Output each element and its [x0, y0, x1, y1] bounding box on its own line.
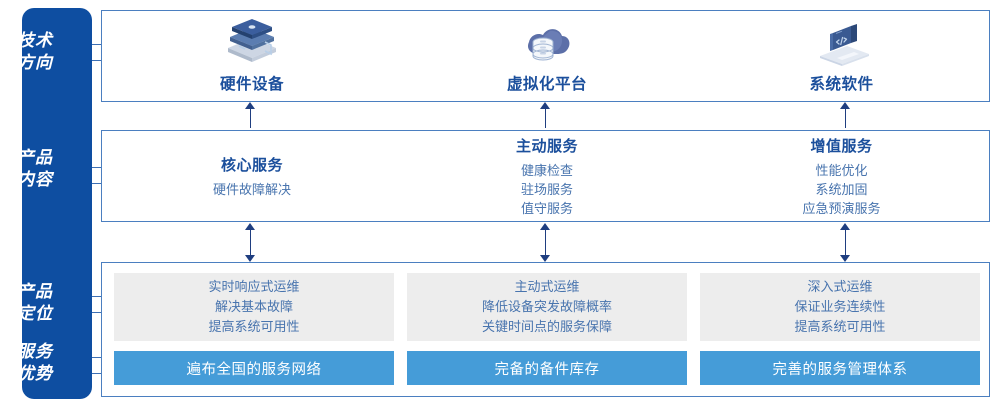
rail-item-product-content: 产品 内容: [0, 147, 70, 191]
rail-label-line: 方向: [17, 53, 53, 72]
position-line: 关键时间点的服务保障: [481, 319, 612, 334]
position-line: 提高系统可用性: [794, 319, 886, 334]
arrow-head-up-1: [245, 102, 255, 109]
laptop-code-icon: [811, 18, 873, 70]
position-line: 主动式运维: [514, 279, 580, 294]
arrow-shaft-up-3: [845, 108, 846, 128]
advantage-bar-management-system[interactable]: 完善的服务管理体系: [700, 351, 980, 385]
arrow-head-down-2: [540, 255, 550, 262]
content-title-value-added: 增值服务: [810, 137, 873, 155]
tech-label-virtualization: 虚拟化平台: [506, 76, 587, 93]
product-content-panel: 核心服务 硬件故障解决 主动服务 健康检查 驻场服务 值守服务 增值服务 性能优…: [101, 130, 990, 222]
tech-label-hardware: 硬件设备: [219, 76, 284, 93]
tech-label-system-software: 系统软件: [809, 76, 874, 93]
cloud-database-icon: [516, 18, 578, 70]
content-item: 性能优化: [815, 162, 868, 178]
tech-direction-panel: 硬件设备 虚拟化平台: [101, 10, 990, 102]
position-line: 解决基本故障: [214, 299, 293, 314]
position-line: 保证业务连续性: [794, 299, 886, 314]
rail-label-line: 技术: [17, 31, 53, 50]
arrow-head-up-5: [540, 223, 550, 230]
arrow-shaft-both-3: [845, 229, 846, 256]
rail-label-line: 服务: [17, 342, 53, 361]
arrow-shaft-up-2: [545, 108, 546, 128]
position-line: 实时响应式运维: [208, 279, 300, 294]
position-box-realtime[interactable]: 实时响应式运维 解决基本故障 提高系统可用性: [114, 273, 394, 341]
arrow-head-up-3: [840, 102, 850, 109]
rail-label-line: 定位: [17, 304, 53, 323]
position-line: 提高系统可用性: [208, 319, 300, 334]
tech-column-virtualization[interactable]: 虚拟化平台: [402, 11, 692, 101]
advantage-bar-spare-parts[interactable]: 完备的备件库存: [407, 351, 687, 385]
content-item: 硬件故障解决: [212, 181, 291, 197]
arrow-shaft-up-1: [250, 108, 251, 128]
server-stack-icon: [221, 18, 283, 70]
rail-item-service-advantage: 服务 优势: [0, 341, 70, 385]
content-item: 驻场服务: [520, 181, 573, 197]
position-box-deep[interactable]: 深入式运维 保证业务连续性 提高系统可用性: [700, 273, 980, 341]
tech-column-hardware[interactable]: 硬件设备: [102, 11, 402, 101]
rail-label-line: 产品: [17, 282, 53, 301]
position-box-proactive[interactable]: 主动式运维 降低设备突发故障概率 关键时间点的服务保障: [407, 273, 687, 341]
content-item: 值守服务: [520, 200, 573, 216]
arrow-head-up-6: [840, 223, 850, 230]
position-advantage-panel: 实时响应式运维 解决基本故障 提高系统可用性 主动式运维 降低设备突发故障概率 …: [101, 262, 990, 397]
content-column-proactive[interactable]: 主动服务 健康检查 驻场服务 值守服务: [402, 131, 692, 221]
rail-label-line: 内容: [17, 170, 53, 189]
advantage-bar-service-network[interactable]: 遍布全国的服务网络: [114, 351, 394, 385]
content-item: 健康检查: [520, 162, 573, 178]
content-item: 应急预演服务: [802, 200, 881, 216]
rail-label-line: 优势: [17, 364, 53, 383]
rail-item-product-position: 产品 定位: [0, 281, 70, 325]
rail-item-tech-direction: 技术 方向: [0, 30, 70, 74]
arrow-shaft-both-2: [545, 229, 546, 256]
arrow-head-up-2: [540, 102, 550, 109]
content-title-core: 核心服务: [220, 156, 283, 174]
content-column-value-added[interactable]: 增值服务 性能优化 系统加固 应急预演服务: [692, 131, 991, 221]
position-line: 降低设备突发故障概率: [481, 299, 612, 314]
tech-column-system-software[interactable]: 系统软件: [692, 11, 991, 101]
position-line: 深入式运维: [807, 279, 873, 294]
arrow-head-down-1: [245, 255, 255, 262]
rail-label-line: 产品: [17, 148, 53, 167]
content-item: 系统加固: [815, 181, 868, 197]
content-title-proactive: 主动服务: [515, 137, 578, 155]
arrow-head-down-3: [840, 255, 850, 262]
arrow-head-up-4: [245, 223, 255, 230]
category-rail: [22, 8, 92, 399]
arrow-shaft-both-1: [250, 229, 251, 256]
content-column-core[interactable]: 核心服务 硬件故障解决: [102, 131, 402, 221]
